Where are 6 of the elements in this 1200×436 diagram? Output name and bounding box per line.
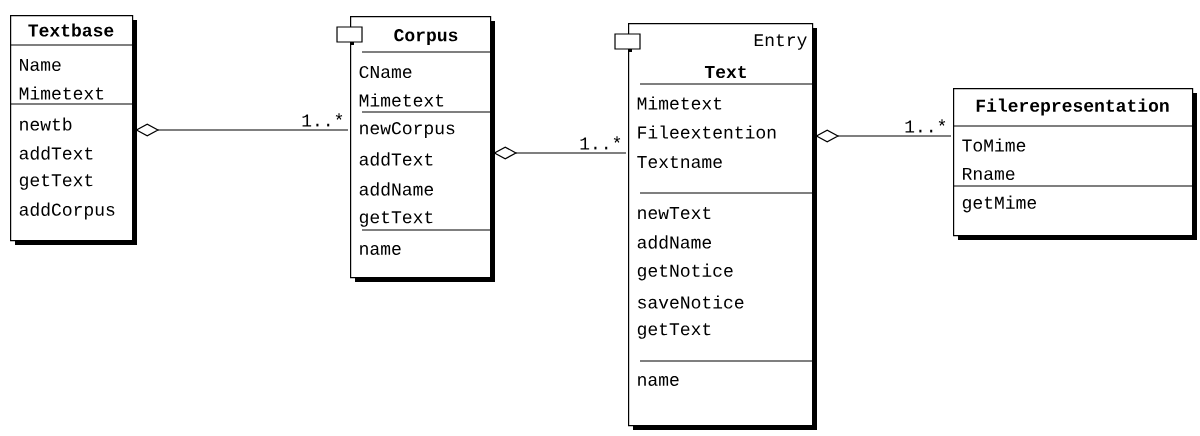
aggregation-line (815, 129, 952, 143)
aggregation-line (135, 123, 349, 137)
class-box: Textbase Name Mimetext newtb addText getText addCorpus (9, 15, 137, 245)
multiplicity-label: 1..* (905, 119, 946, 133)
class-box: Filerepresentation ToMime Rname getMime (952, 88, 1197, 240)
aggregation-line (493, 146, 627, 160)
